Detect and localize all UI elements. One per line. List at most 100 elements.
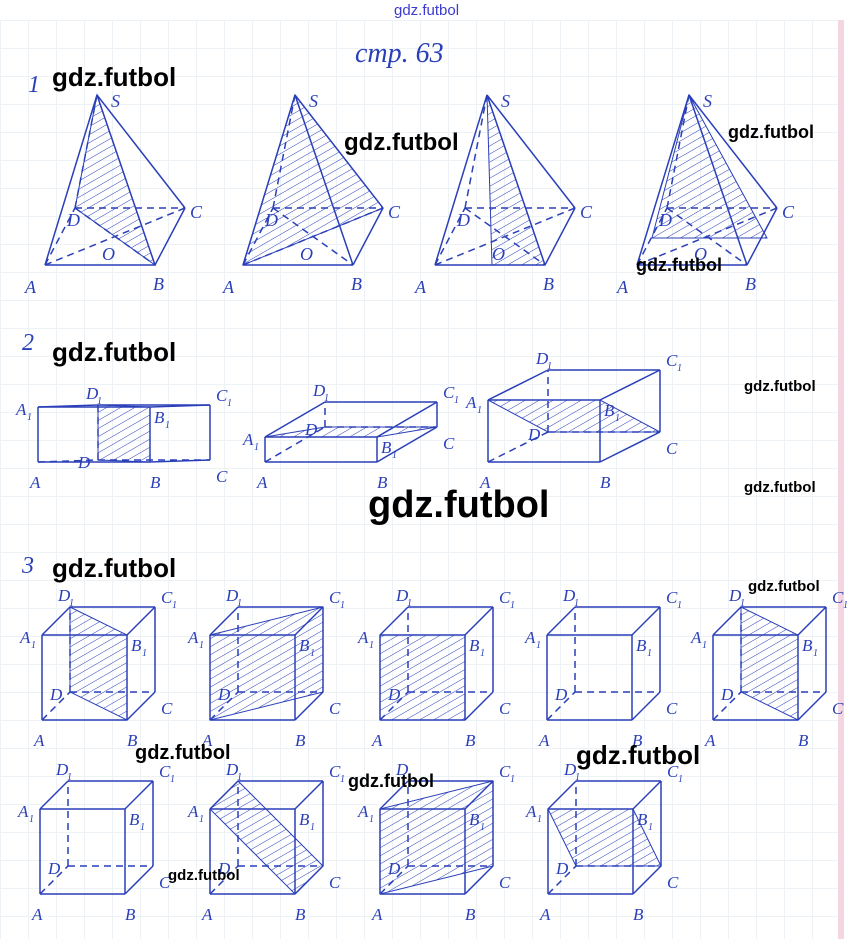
- vertex-label-A: A: [371, 731, 383, 750]
- vertex-label-C1: C: [499, 762, 511, 781]
- edge: [797, 606, 827, 636]
- edge: [379, 606, 409, 636]
- watermark: gdz.futbol: [52, 337, 177, 367]
- vertex-label-subscript: 1: [227, 398, 232, 409]
- edge: [126, 691, 156, 721]
- vertex-label-D1: D: [55, 760, 69, 779]
- vertex-label-O: O: [102, 244, 115, 264]
- vertex-label-B1: B: [381, 438, 392, 457]
- vertex-label-B1: B: [131, 636, 142, 655]
- vertex-label-C: C: [388, 202, 401, 222]
- vertex-label-C1: C: [832, 588, 844, 607]
- vertex-label-O: O: [300, 244, 313, 264]
- watermark: gdz.futbol: [576, 740, 701, 770]
- vertex-label-subscript: 1: [454, 395, 459, 406]
- vertex-label-D1: D: [85, 384, 99, 403]
- vertex-label-subscript: 1: [69, 598, 74, 609]
- vertex-label-D: D: [77, 453, 91, 472]
- page-edge: [838, 20, 844, 939]
- vertex-label-O: O: [492, 244, 505, 264]
- watermark: gdz.futbol: [368, 484, 550, 526]
- vertex-label-subscript: 1: [237, 772, 242, 783]
- task-number: 1: [28, 72, 40, 98]
- vertex-label-C: C: [499, 699, 511, 718]
- vertex-label-subscript: 1: [678, 774, 683, 785]
- vertex-label-subscript: 1: [575, 772, 580, 783]
- watermark: gdz.futbol: [728, 122, 814, 142]
- vertex-label-C: C: [216, 467, 228, 486]
- vertex-label-A1: A: [357, 802, 369, 821]
- edge: [712, 606, 742, 636]
- vertex-label-A1: A: [357, 628, 369, 647]
- watermark: gdz.futbol: [168, 867, 240, 884]
- edge: [149, 404, 211, 408]
- page-heading-text: стр. 63: [355, 38, 444, 69]
- edge: [294, 691, 324, 721]
- vertex-label-A: A: [222, 277, 235, 297]
- task-number: 3: [21, 553, 34, 579]
- vertex-label-D: D: [304, 420, 318, 439]
- edge: [547, 780, 577, 810]
- vertex-label-A: A: [704, 731, 716, 750]
- vertex-label-D1: D: [535, 349, 549, 368]
- vertex-label-A: A: [33, 731, 45, 750]
- vertex-label-subscript: 1: [369, 640, 374, 651]
- vertex-label-A: A: [256, 473, 268, 492]
- vertex-label-B1: B: [299, 636, 310, 655]
- diagonal: [464, 207, 546, 266]
- vertex-label-A: A: [201, 905, 213, 924]
- vertex-label-B: B: [125, 905, 136, 924]
- vertex-label-subscript: 1: [677, 363, 682, 374]
- vertex-label-A1: A: [17, 802, 29, 821]
- edge: [599, 431, 661, 463]
- edge: [486, 94, 576, 209]
- vertex-label-B: B: [351, 274, 362, 294]
- edge: [124, 865, 154, 895]
- vertex-label-subscript: 1: [477, 405, 482, 416]
- edge: [96, 94, 156, 266]
- vertex-label-A: A: [371, 905, 383, 924]
- vertex-label-B1: B: [469, 636, 480, 655]
- vertex-label-subscript: 1: [310, 648, 315, 659]
- vertex-label-subscript: 1: [67, 772, 72, 783]
- edge: [44, 207, 76, 266]
- vertex-label-D: D: [456, 210, 470, 230]
- edge: [544, 207, 576, 266]
- vertex-label-C: C: [159, 873, 171, 892]
- vertex-label-B1: B: [299, 810, 310, 829]
- section-hatch: [264, 426, 438, 438]
- vertex-label-D1: D: [312, 381, 326, 400]
- vertex-label-subscript: 1: [615, 413, 620, 424]
- vertex-label-subscript: 1: [31, 640, 36, 651]
- vertex-label-subscript: 1: [510, 774, 515, 785]
- watermark: gdz.futbol: [744, 479, 816, 496]
- vertex-label-subscript: 1: [324, 393, 329, 404]
- vertex-label-subscript: 1: [536, 640, 541, 651]
- edge: [242, 94, 296, 266]
- edge: [712, 691, 742, 721]
- vertex-label-subscript: 1: [677, 600, 682, 611]
- vertex-label-D: D: [47, 859, 61, 878]
- vertex-label-subscript: 1: [510, 600, 515, 611]
- vertex-label-C: C: [667, 873, 679, 892]
- vertex-label-A1: A: [524, 628, 536, 647]
- vertex-label-C: C: [666, 699, 678, 718]
- task-number: 2: [22, 330, 34, 356]
- vertex-label-B: B: [377, 473, 388, 492]
- edge: [209, 780, 239, 810]
- vertex-label-B1: B: [637, 810, 648, 829]
- vertex-label-subscript: 1: [199, 640, 204, 651]
- vertex-label-S: S: [309, 91, 318, 111]
- edge: [41, 606, 71, 636]
- edge: [39, 780, 69, 810]
- edge: [464, 865, 494, 895]
- diagonal: [272, 207, 354, 266]
- vertex-label-B1: B: [802, 636, 813, 655]
- vertex-label-subscript: 1: [340, 774, 345, 785]
